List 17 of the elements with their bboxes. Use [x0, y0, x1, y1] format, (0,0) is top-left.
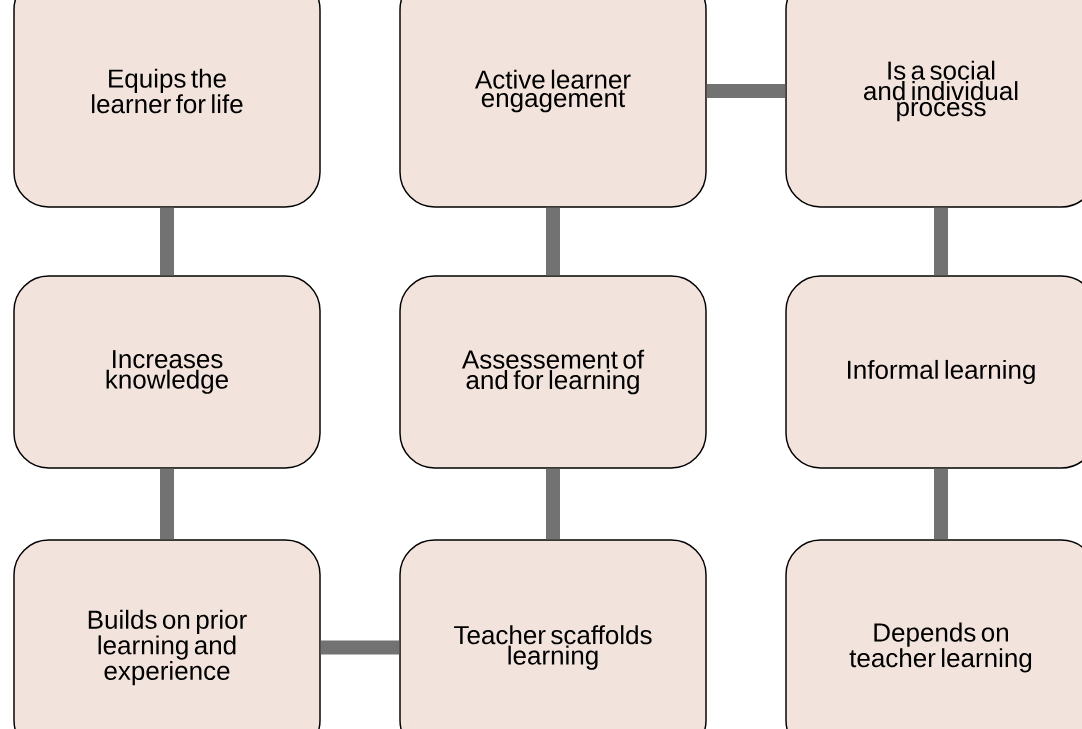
rounded-box: Assessement of and for learning — [399, 275, 707, 469]
rounded-box: Increases knowledge — [13, 275, 321, 469]
connector-bar — [160, 468, 174, 540]
connector-bar — [706, 84, 786, 98]
connector-bar — [320, 640, 400, 655]
connector-bar — [160, 207, 174, 276]
connector-bar — [546, 468, 560, 540]
connector-bar — [934, 207, 948, 276]
rounded-box: Informal learning — [785, 275, 1082, 469]
rounded-box: Equips the learner for life — [13, 0, 321, 208]
connector-bar — [546, 207, 560, 276]
rounded-box: Builds on prior learning and experience — [13, 539, 321, 729]
rounded-box: Active learner engagement — [399, 0, 707, 208]
rounded-box: Teacher scaffolds learning — [399, 539, 707, 729]
connector-bar — [934, 468, 948, 540]
rounded-box: Is a social and individual process — [785, 0, 1082, 208]
rounded-box: Depends on teacher learning — [785, 539, 1082, 729]
